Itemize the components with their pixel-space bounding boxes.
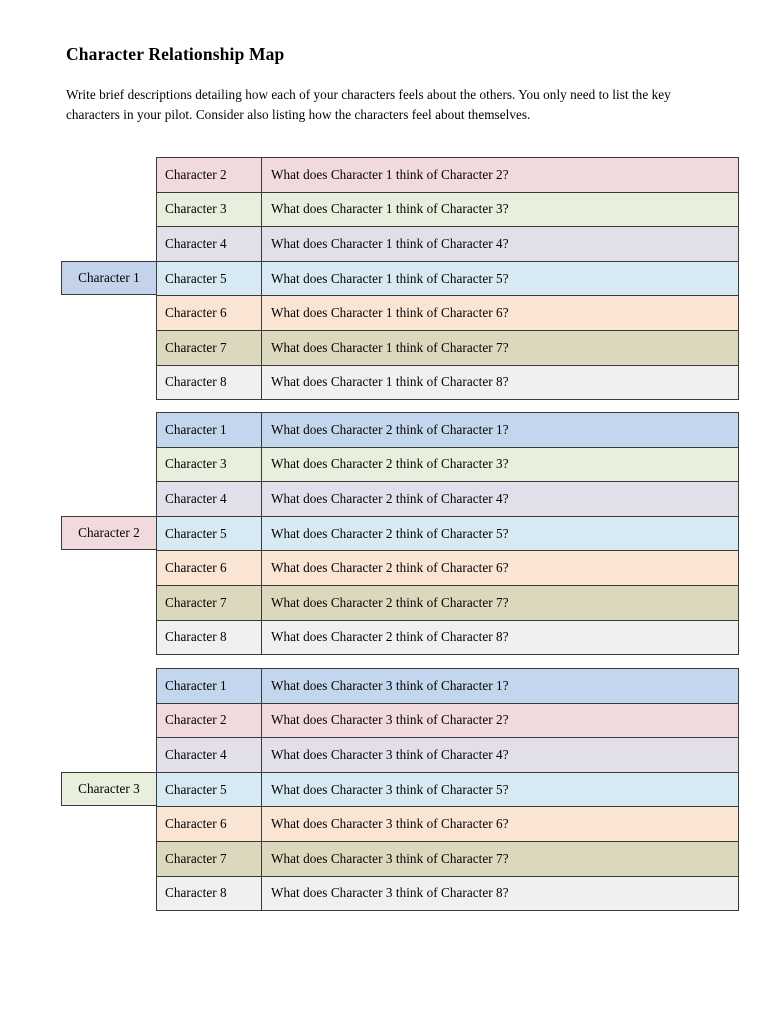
table-row: Character 7 What does Character 2 think … [156, 584, 739, 621]
row-prompt-text[interactable]: What does Character 3 think of Character… [261, 806, 739, 842]
page-title: Character Relationship Map [66, 44, 285, 64]
row-character-name: Character 5 [156, 515, 262, 552]
row-character-name: Character 7 [156, 584, 262, 621]
table-row: Character 2 What does Character 3 think … [156, 702, 739, 739]
table-row: Character 4 What does Character 3 think … [156, 737, 739, 773]
relationship-table-character-2: Character 1 What does Character 2 think … [156, 412, 739, 656]
row-character-name: Character 1 [156, 668, 262, 704]
row-character-name: Character 4 [156, 481, 262, 517]
relationship-table-character-3: Character 1 What does Character 3 think … [156, 668, 739, 912]
row-prompt-text[interactable]: What does Character 3 think of Character… [261, 771, 739, 808]
row-character-name: Character 8 [156, 619, 262, 656]
row-character-name: Character 4 [156, 226, 262, 262]
table-row: Character 3 What does Character 2 think … [156, 446, 739, 483]
row-prompt-text[interactable]: What does Character 1 think of Character… [261, 191, 739, 228]
table-row: Character 4 What does Character 1 think … [156, 226, 739, 262]
row-prompt-text[interactable]: What does Character 2 think of Character… [261, 515, 739, 552]
row-character-name: Character 7 [156, 329, 262, 366]
relationship-block-character-1: Character 1 Character 2 What does Charac… [0, 157, 768, 401]
subject-label-character-1: Character 1 [61, 261, 157, 295]
row-prompt-text[interactable]: What does Character 3 think of Character… [261, 702, 739, 739]
row-prompt-text[interactable]: What does Character 2 think of Character… [261, 550, 739, 586]
table-row: Character 2 What does Character 1 think … [156, 157, 739, 193]
row-prompt-text[interactable]: What does Character 2 think of Character… [261, 619, 739, 656]
row-character-name: Character 3 [156, 191, 262, 228]
table-row: Character 5 What does Character 1 think … [156, 260, 739, 297]
table-row: Character 4 What does Character 2 think … [156, 481, 739, 517]
relationship-block-character-3: Character 3 Character 1 What does Charac… [0, 668, 768, 912]
table-row: Character 8 What does Character 3 think … [156, 875, 739, 912]
row-prompt-text[interactable]: What does Character 3 think of Character… [261, 737, 739, 773]
subject-label-character-3: Character 3 [61, 772, 157, 806]
row-character-name: Character 3 [156, 446, 262, 483]
row-character-name: Character 8 [156, 364, 262, 401]
table-row: Character 8 What does Character 1 think … [156, 364, 739, 401]
table-row: Character 3 What does Character 1 think … [156, 191, 739, 228]
row-character-name: Character 4 [156, 737, 262, 773]
row-character-name: Character 6 [156, 806, 262, 842]
table-row: Character 5 What does Character 3 think … [156, 771, 739, 808]
row-prompt-text[interactable]: What does Character 2 think of Character… [261, 446, 739, 483]
subject-label-character-2: Character 2 [61, 516, 157, 550]
row-prompt-text[interactable]: What does Character 2 think of Character… [261, 412, 739, 448]
row-prompt-text[interactable]: What does Character 1 think of Character… [261, 329, 739, 366]
row-prompt-text[interactable]: What does Character 3 think of Character… [261, 840, 739, 877]
table-row: Character 5 What does Character 2 think … [156, 515, 739, 552]
row-character-name: Character 7 [156, 840, 262, 877]
row-prompt-text[interactable]: What does Character 1 think of Character… [261, 364, 739, 401]
table-row: Character 1 What does Character 2 think … [156, 412, 739, 448]
row-prompt-text[interactable]: What does Character 3 think of Character… [261, 668, 739, 704]
row-character-name: Character 6 [156, 550, 262, 586]
row-character-name: Character 1 [156, 412, 262, 448]
row-character-name: Character 5 [156, 260, 262, 297]
table-row: Character 8 What does Character 2 think … [156, 619, 739, 656]
table-row: Character 7 What does Character 3 think … [156, 840, 739, 877]
intro-paragraph: Write brief descriptions detailing how e… [66, 87, 671, 122]
row-prompt-text[interactable]: What does Character 2 think of Character… [261, 481, 739, 517]
relationship-block-character-2: Character 2 Character 1 What does Charac… [0, 412, 768, 656]
row-character-name: Character 2 [156, 157, 262, 193]
row-prompt-text[interactable]: What does Character 1 think of Character… [261, 226, 739, 262]
row-prompt-text[interactable]: What does Character 2 think of Character… [261, 584, 739, 621]
table-row: Character 6 What does Character 1 think … [156, 295, 739, 331]
table-row: Character 7 What does Character 1 think … [156, 329, 739, 366]
row-character-name: Character 5 [156, 771, 262, 808]
row-character-name: Character 2 [156, 702, 262, 739]
row-prompt-text[interactable]: What does Character 1 think of Character… [261, 295, 739, 331]
row-character-name: Character 8 [156, 875, 262, 912]
table-row: Character 6 What does Character 3 think … [156, 806, 739, 842]
row-prompt-text[interactable]: What does Character 1 think of Character… [261, 260, 739, 297]
table-row: Character 6 What does Character 2 think … [156, 550, 739, 586]
row-prompt-text[interactable]: What does Character 1 think of Character… [261, 157, 739, 193]
table-row: Character 1 What does Character 3 think … [156, 668, 739, 704]
row-character-name: Character 6 [156, 295, 262, 331]
row-prompt-text[interactable]: What does Character 3 think of Character… [261, 875, 739, 912]
relationship-table-character-1: Character 2 What does Character 1 think … [156, 157, 739, 401]
